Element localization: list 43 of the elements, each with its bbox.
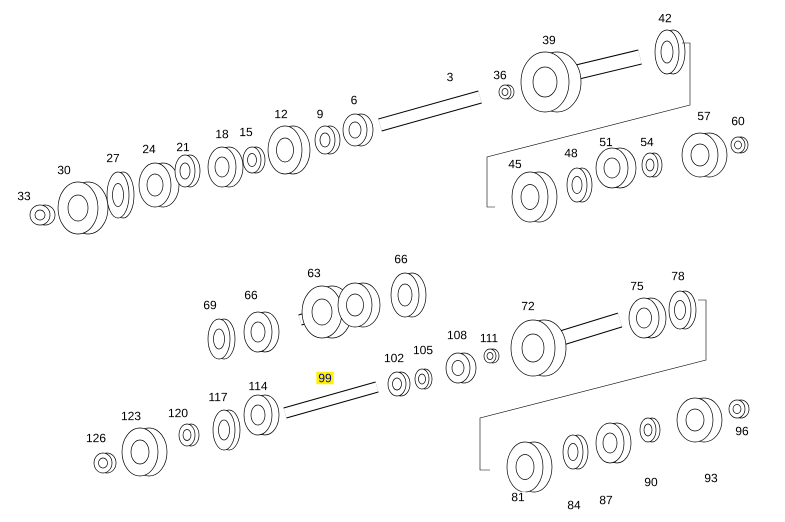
callout-number: 57 (696, 110, 712, 122)
callout-number: 36 (492, 70, 508, 80)
callout-number: 12 (273, 108, 289, 120)
callout-number: 66 (393, 254, 409, 264)
callout-number: 87 (598, 494, 614, 506)
callout-number: 21 (175, 142, 191, 152)
callout-number: 117 (207, 392, 229, 402)
callout-number: 102 (383, 352, 406, 364)
highlighted-callout-number: 99 (316, 372, 334, 384)
callout-number: 120 (167, 408, 190, 418)
callout-number: 84 (566, 500, 582, 510)
callout-number: 75 (629, 280, 645, 292)
callout-number: 45 (507, 158, 523, 170)
callout-number: 60 (730, 116, 746, 126)
callout-number: 24 (141, 144, 157, 154)
callout-number: 42 (657, 12, 673, 24)
callout-number: 114 (247, 380, 269, 392)
callout-number: 105 (412, 344, 434, 356)
callout-number: 123 (120, 410, 142, 422)
callout-number: 39 (541, 34, 557, 46)
callout-number: 33 (16, 190, 32, 202)
callout-number: 111 (478, 332, 500, 344)
callout-number: 93 (703, 472, 719, 484)
callout-number: 66 (243, 290, 259, 300)
callout-number: 18 (214, 128, 230, 140)
callout-number: 108 (446, 330, 468, 340)
callout-number: 27 (105, 152, 121, 164)
callout-number: 90 (643, 476, 659, 488)
callout-number: 81 (510, 492, 526, 502)
callout-number: 72 (520, 300, 536, 312)
callout-number: 9 (316, 108, 324, 120)
callout-number: 63 (306, 268, 322, 278)
callout-number: 6 (350, 94, 358, 106)
callout-number: 78 (670, 270, 686, 282)
callout-number: 54 (639, 136, 655, 148)
callout-number: 48 (563, 148, 579, 158)
callout-number: 51 (598, 136, 614, 148)
callout-number: 15 (238, 126, 254, 138)
callout-number: 3 (446, 72, 454, 82)
callout-number: 30 (56, 164, 72, 176)
callout-number: 96 (734, 426, 750, 436)
callout-number: 126 (85, 432, 108, 444)
callout-number: 69 (202, 300, 218, 310)
